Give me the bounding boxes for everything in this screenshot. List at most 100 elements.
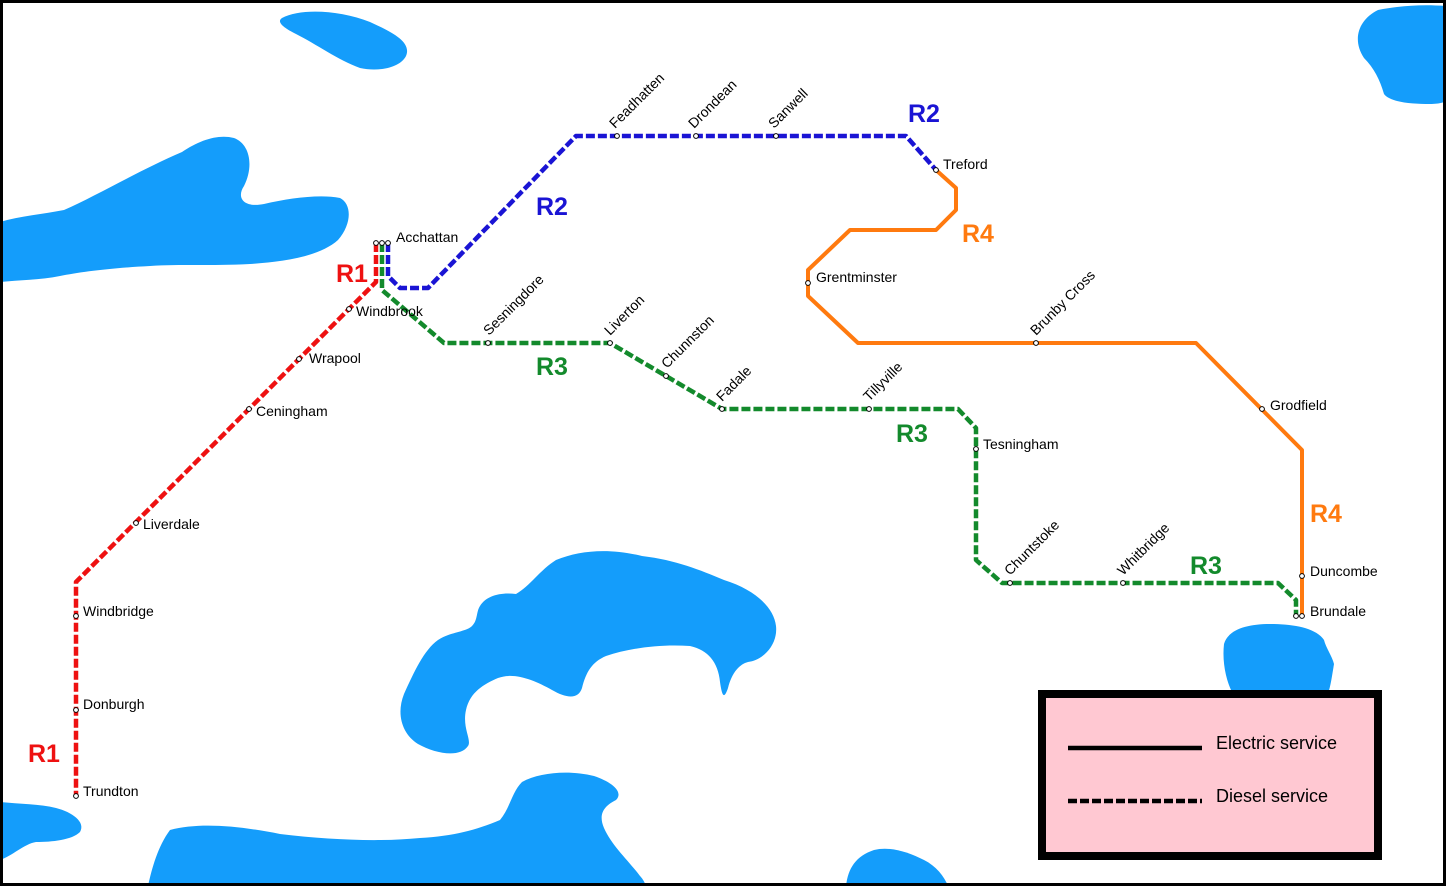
station-windbridge[interactable]: Windbridge [73,603,154,619]
line-label-r1-upper: R1 [336,260,368,288]
station-tillyville-marker [866,406,872,412]
station-tillyville-label: Tillyville [860,358,906,404]
station-acchattan-label: Acchattan [396,229,458,245]
station-whitbridge[interactable]: Whitbridge [1114,519,1173,586]
station-donburgh-label: Donburgh [83,696,145,712]
station-whitbridge-marker [1120,580,1126,586]
station-brundale-label: Brundale [1310,603,1366,619]
station-ceningham-marker [246,406,252,412]
station-windbrook-marker [346,306,352,312]
station-trundton[interactable]: Trundton [73,783,139,799]
station-feadhatten-label: Feadhatten [606,70,667,131]
lake-central [400,551,777,754]
station-chunnston-marker [663,373,669,379]
station-brundale[interactable]: Brundale [1293,603,1367,619]
station-fadale-marker [719,406,725,412]
station-grentminster[interactable]: Grentminster [805,269,898,286]
lake-north-west [0,136,349,282]
station-drondean[interactable]: Drondean [685,76,740,139]
line-label-r2-upper: R2 [908,100,940,128]
station-chuntstoke[interactable]: Chuntstoke [1001,517,1063,586]
station-grodfield[interactable]: Grodfield [1259,397,1327,413]
station-treford-label: Treford [943,156,988,172]
station-fadale-label: Fadale [713,362,755,404]
station-sanwell[interactable]: Sanwell [765,85,811,139]
station-brundale-marker-r4 [1299,613,1305,619]
station-wrapool-label: Wrapool [309,350,361,366]
station-sesningdore-marker [485,340,491,346]
line-label-r4-lower: R4 [1310,500,1342,528]
station-tesningham-label: Tesningham [983,436,1059,452]
station-treford[interactable]: Treford [933,156,988,173]
station-windbrook-label: Windbrook [356,303,424,319]
line-label-r3-a: R3 [536,353,568,381]
station-tillyville[interactable]: Tillyville [860,358,906,412]
station-whitbridge-label: Whitbridge [1114,519,1173,578]
station-duncombe[interactable]: Duncombe [1299,563,1378,579]
station-grentminster-label: Grentminster [816,269,897,285]
station-wrapool[interactable]: Wrapool [296,350,361,366]
station-windbridge-marker [73,613,79,619]
station-treford-marker [933,167,939,173]
legend-diesel-label: Diesel service [1216,786,1328,806]
station-wrapool-marker [296,356,302,362]
line-label-r4-upper: R4 [962,220,994,248]
station-sesningdore[interactable]: Sesningdore [480,271,547,346]
station-brunby-cross-marker [1033,340,1039,346]
station-grodfield-marker [1259,406,1265,412]
legend-box [1038,690,1382,860]
line-label-r3-b: R3 [896,420,928,448]
station-duncombe-marker [1299,573,1305,579]
station-fadale[interactable]: Fadale [713,362,755,412]
station-chuntstoke-label: Chuntstoke [1001,517,1063,579]
legend: Electric service Diesel service [1038,690,1382,860]
station-chunnston-label: Chunnston [658,312,717,371]
station-liverdale-marker [133,520,139,526]
station-brundale-marker-r3 [1293,613,1299,619]
line-label-r3-c: R3 [1190,552,1222,580]
station-donburgh[interactable]: Donburgh [73,696,145,713]
station-duncombe-label: Duncombe [1310,563,1378,579]
lake-south-east [846,848,948,886]
line-label-r2-lower: R2 [536,193,568,221]
line-r4-route [806,168,1304,616]
lake-brundale [1223,624,1334,692]
water-bodies [0,5,1446,886]
station-grentminster-marker [805,280,811,286]
station-feadhatten[interactable]: Feadhatten [606,70,667,139]
station-grodfield-label: Grodfield [1270,397,1327,413]
station-acchattan[interactable]: Acchattan [373,229,459,246]
station-brunby-cross-label: Brunby Cross [1027,267,1098,338]
station-sanwell-label: Sanwell [765,85,811,131]
line-r1-route [73,243,379,797]
station-liverton-marker [607,340,613,346]
station-donburgh-marker [73,707,79,713]
station-ceningham-label: Ceningham [256,403,328,419]
station-tesningham-marker [973,446,979,452]
station-liverton[interactable]: Liverton [601,292,648,346]
station-liverton-label: Liverton [601,292,648,339]
station-windbridge-label: Windbridge [83,603,154,619]
station-feadhatten-marker [614,133,620,139]
station-liverdale[interactable]: Liverdale [133,516,200,532]
station-trundton-label: Trundton [83,783,139,799]
station-ceningham[interactable]: Ceningham [246,403,328,419]
station-windbrook[interactable]: Windbrook [346,303,424,319]
rail-lines [73,133,1304,797]
station-acchattan-marker-r1 [373,240,379,246]
lake-north-east [1357,5,1446,104]
station-chuntstoke-marker [1007,580,1013,586]
station-chunnston[interactable]: Chunnston [658,312,717,379]
station-tesningham[interactable]: Tesningham [973,436,1059,452]
legend-electric-label: Electric service [1216,733,1337,753]
station-brunby-cross[interactable]: Brunby Cross [1027,267,1098,346]
station-acchattan-marker-r2 [385,240,391,246]
line-label-r1-lower: R1 [28,740,60,768]
station-acchattan-marker-r3 [379,240,385,246]
station-liverdale-label: Liverdale [143,516,200,532]
lake-south-central [148,772,646,886]
station-sanwell-marker [773,133,779,139]
line-labels: R1 R1 R2 R2 R3 R3 R3 R4 R4 [28,100,1342,768]
